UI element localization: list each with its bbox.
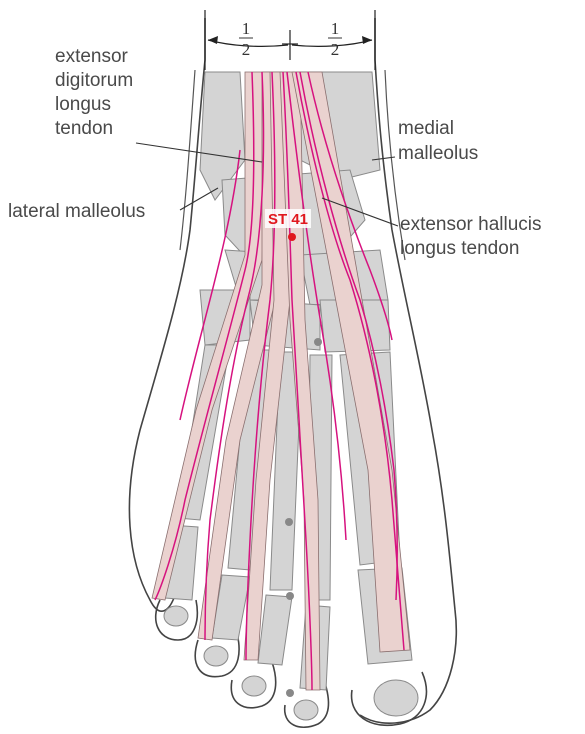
left-fraction-numerator: 1 <box>242 19 251 38</box>
right-fraction-numerator: 1 <box>331 19 340 38</box>
acupoint-label: ST 41 <box>268 211 308 228</box>
measurement-bracket <box>205 10 375 70</box>
acupoint-marker <box>288 233 296 241</box>
label-medial-malleolus-line2: malleolus <box>398 143 478 164</box>
label-lateral-malleolus: lateral malleolus <box>8 201 145 222</box>
label-extensor-hallucis: extensor hallucis longus tendon <box>400 214 542 259</box>
label-extensor-digitorum-line4: tendon <box>55 118 113 139</box>
label-extensor-digitorum-line1: extensor <box>55 46 129 67</box>
label-medial-malleolus-line1: medial <box>398 118 454 139</box>
label-medial-malleolus: medial malleolus <box>398 118 478 164</box>
label-extensor-digitorum-line2: digitorum <box>55 70 133 91</box>
label-extensor-hallucis-line1: extensor hallucis <box>400 214 542 235</box>
label-extensor-digitorum-line3: longus <box>55 94 111 115</box>
left-fraction-denominator: 2 <box>242 40 251 59</box>
left-half-fraction: 1 2 <box>239 19 253 59</box>
label-extensor-hallucis-line2: longus tendon <box>400 238 519 259</box>
right-fraction-denominator: 2 <box>331 40 340 59</box>
label-extensor-digitorum: extensor digitorum longus tendon <box>55 46 133 139</box>
right-half-fraction: 1 2 <box>328 19 342 59</box>
